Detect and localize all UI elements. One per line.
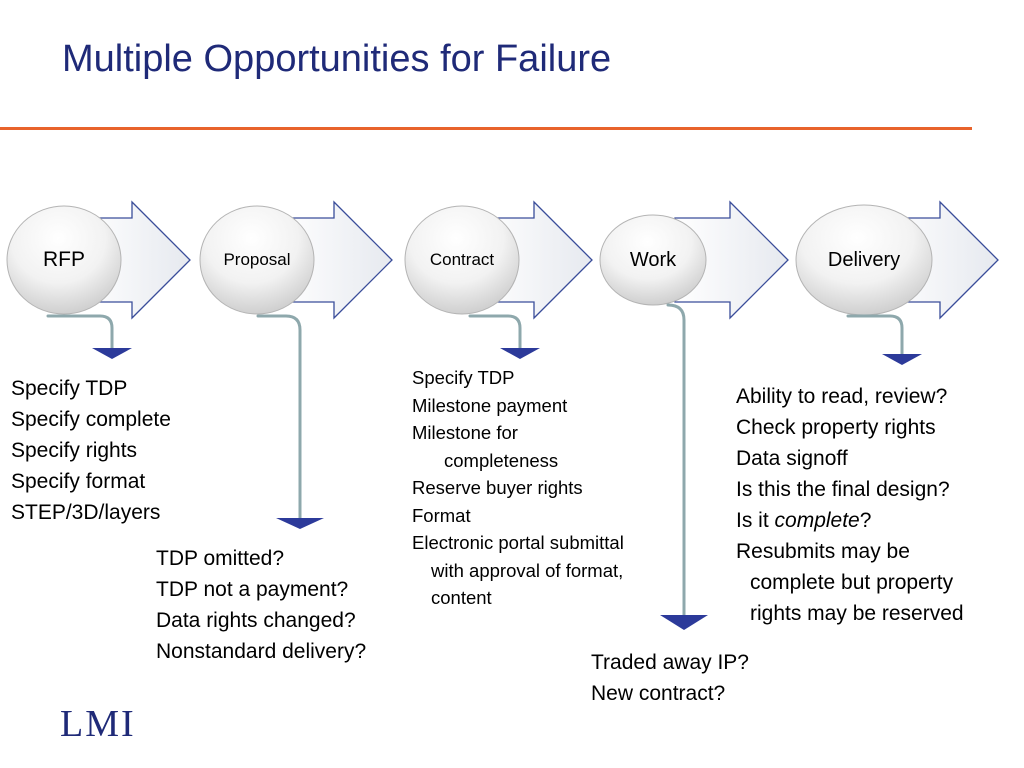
stage-label-rfp: RFP xyxy=(43,248,85,271)
slide-title: Multiple Opportunities for Failure xyxy=(62,38,612,80)
arrowhead-contract xyxy=(500,348,540,359)
stage-label-contract: Contract xyxy=(429,250,495,269)
connector-rfp xyxy=(46,314,114,350)
note-line: completeness xyxy=(444,449,559,471)
note-line-complete: Is it complete? xyxy=(736,505,964,536)
note-line: Specify complete xyxy=(11,408,171,431)
note-line: Ability to read, review? xyxy=(736,385,948,408)
note-line: Is this the final design? xyxy=(736,478,950,501)
work-notes: Traded away IP? New contract? xyxy=(591,647,749,709)
note-line: Data signoff xyxy=(736,447,848,470)
stage-label-proposal: Proposal xyxy=(223,250,291,269)
note-line: STEP/3D/layers xyxy=(11,501,161,524)
note-line: Electronic portal submittal xyxy=(412,532,624,553)
note-line: Specify TDP xyxy=(11,377,128,400)
stage-circle-work xyxy=(599,214,707,306)
lmi-logo: LMI xyxy=(60,704,136,744)
note-line: Check property rights xyxy=(736,416,936,439)
note-line: Nonstandard delivery? xyxy=(156,640,367,663)
arrowhead-work xyxy=(660,615,708,630)
note-line: Traded away IP? xyxy=(591,651,749,674)
note-line: Format xyxy=(412,504,471,526)
connector-work xyxy=(666,303,686,617)
arrowhead-delivery xyxy=(882,354,922,365)
connector-proposal xyxy=(256,314,302,520)
stage-label-delivery: Delivery xyxy=(827,249,901,271)
note-line: Milestone for xyxy=(412,422,518,443)
note-fragment: ? xyxy=(859,509,872,532)
note-line: Specify rights xyxy=(11,439,138,462)
delivery-notes: Ability to read, review? Check property … xyxy=(736,381,964,629)
stage-arrow-work xyxy=(674,200,789,320)
connector-delivery xyxy=(846,314,904,356)
logo-text: LMI xyxy=(60,703,136,745)
note-line: Specify format xyxy=(11,470,146,493)
note-line: TDP not a payment? xyxy=(156,578,349,601)
note-line: with approval of format, xyxy=(431,559,624,581)
note-line: New contract? xyxy=(591,682,726,705)
note-line: Milestone payment xyxy=(412,394,568,416)
contract-notes: Specify TDP Milestone payment Milestone … xyxy=(412,364,624,612)
note-line: complete but property xyxy=(750,571,954,594)
stage-circle-rfp xyxy=(6,205,122,315)
note-line: content xyxy=(431,587,492,608)
proposal-notes: TDP omitted? TDP not a payment? Data rig… xyxy=(156,543,366,667)
note-line: Resubmits may be xyxy=(736,540,910,563)
note-fragment: Is it xyxy=(736,509,775,532)
note-line: TDP omitted? xyxy=(156,547,284,570)
connector-contract xyxy=(468,314,522,350)
arrowhead-rfp xyxy=(92,348,132,359)
note-line: Specify TDP xyxy=(412,367,515,388)
note-line: Data rights changed? xyxy=(156,609,356,632)
stage-circle-contract xyxy=(404,205,520,315)
title-divider xyxy=(0,127,972,130)
note-line: rights may be reserved xyxy=(750,602,964,625)
arrowhead-proposal xyxy=(276,518,324,529)
note-line: Reserve buyer rights xyxy=(412,477,583,498)
rfp-notes: Specify TDP Specify complete Specify rig… xyxy=(11,373,171,528)
stage-circle-proposal xyxy=(199,205,315,315)
note-emphasis: complete xyxy=(774,509,860,532)
stage-label-work: Work xyxy=(629,249,677,271)
